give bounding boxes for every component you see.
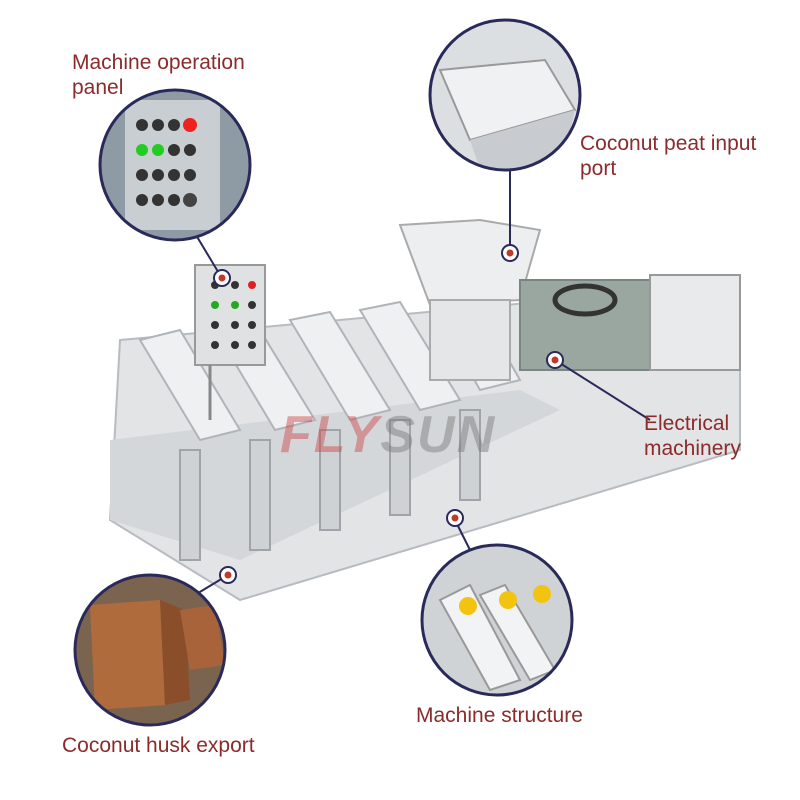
operation-panel-label: Machine operation panel [72,51,245,99]
electrical-machinery-label: Electrical machinery [644,412,741,460]
operation-panel-callout [98,88,252,242]
watermark-part1: FLY [280,406,381,464]
machine-body [108,218,741,602]
input-port-callout [428,18,582,172]
input-port-label: Coconut peat input port [580,132,757,180]
brand-watermark: FLYSUN [280,405,496,465]
callout-pins [213,244,564,584]
husk-export-label: Coconut husk export [62,734,255,757]
watermark-part2: SUN [380,406,497,464]
machine-structure-callout [420,543,574,697]
machine-structure-label: Machine structure [416,704,583,727]
husk-export-callout [73,573,227,727]
